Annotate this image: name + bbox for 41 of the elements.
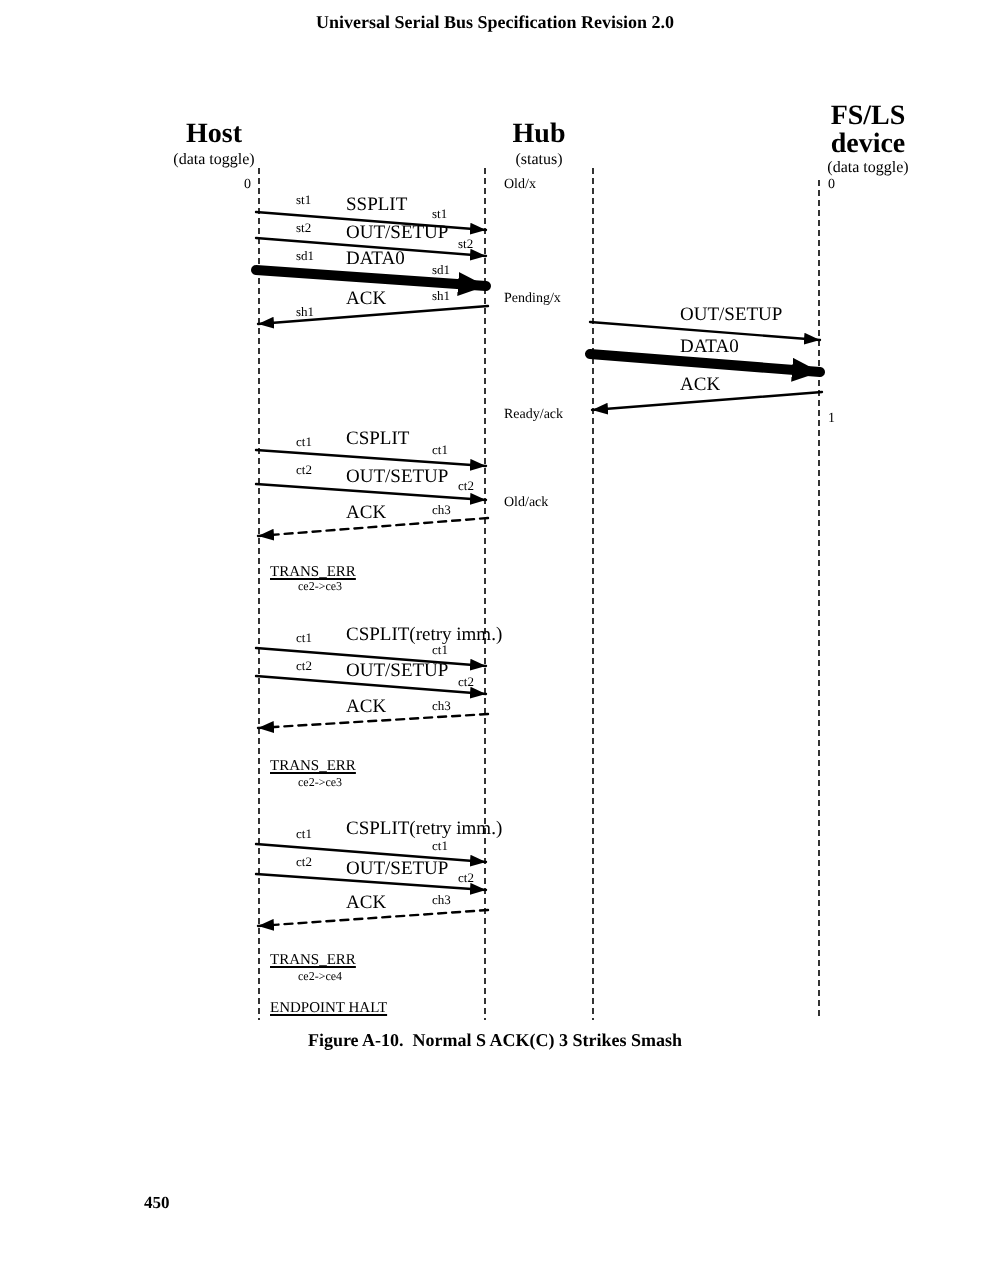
edge-label: OUT/SETUP (346, 862, 449, 881)
lifeline-subheading: (data toggle) (825, 160, 911, 176)
edge-label: CSPLIT (346, 432, 410, 451)
edge-label: DATA0 (346, 252, 405, 271)
message-arrow (254, 448, 488, 471)
message-arrow (256, 304, 490, 329)
message-arrow (590, 390, 824, 415)
edge-label: CSPLIT(retry imm.) (346, 822, 503, 841)
message-arrow (254, 646, 488, 671)
message-arrow (256, 516, 490, 541)
lifeline-heading: Host (184, 122, 244, 150)
edge-label: ACK (346, 292, 387, 311)
message-arrow (254, 482, 488, 505)
message-arrow (254, 210, 488, 235)
lifeline-heading: FS/LS device (828, 104, 908, 160)
edge-label: OUT/SETUP (346, 664, 449, 683)
page-header: Universal Serial Bus Specification Revision 2.0 (313, 14, 676, 32)
edge-label: ACK (680, 378, 721, 397)
edge-label: OUT/SETUP (346, 469, 449, 488)
message-arrow (256, 712, 490, 733)
message-arrow (585, 349, 825, 382)
edge-label: DATA0 (680, 340, 739, 359)
edge-label: OUT/SETUP (680, 308, 783, 327)
edge-label: ACK (346, 700, 387, 719)
message-arrow (256, 908, 490, 931)
lifeline-subheading: (data toggle) (171, 152, 257, 168)
message-arrow (588, 320, 822, 345)
lifeline-heading: Hub (510, 122, 568, 150)
lifeline-subheading: (status) (513, 152, 565, 168)
edge-label: CSPLIT(retry imm.) (346, 628, 503, 646)
message-arrow (254, 842, 488, 867)
edge-label: ACK (346, 896, 387, 915)
edge-label: ACK (346, 506, 387, 525)
message-arrow (254, 872, 488, 895)
message-arrow (254, 236, 488, 261)
message-arrow (251, 265, 491, 297)
message-arrow (254, 674, 488, 699)
page-number: 450 (144, 1194, 170, 1211)
edge-label: SSPLIT (346, 198, 408, 217)
edge-label: OUT/SETUP (346, 226, 449, 245)
figure-caption: Figure A-10. Normal S ACK(C) 3 Strikes Smash (305, 1032, 685, 1050)
